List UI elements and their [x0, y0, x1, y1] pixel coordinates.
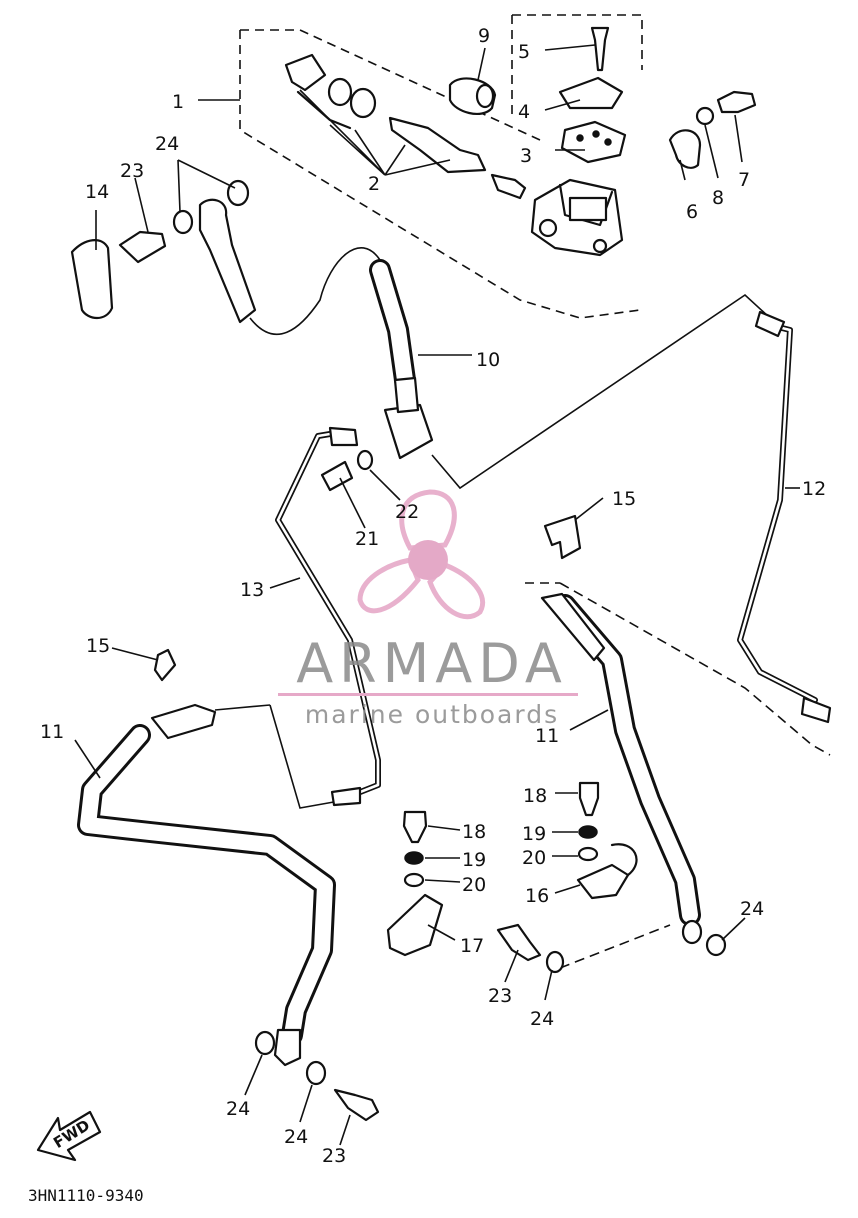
washer-upper-b — [226, 179, 250, 207]
callout-6: 6 — [686, 201, 698, 223]
callout-15-right: 15 — [612, 488, 636, 510]
three-way-joint — [383, 376, 434, 460]
callout-17: 17 — [460, 935, 484, 957]
washer-8 — [695, 106, 715, 126]
adjust-bolt — [490, 173, 527, 200]
callout-3: 3 — [520, 145, 532, 167]
callout-20-right: 20 — [522, 847, 546, 869]
drawing-code: 3HN1110-9340 — [28, 1186, 144, 1205]
callout-23-top: 23 — [120, 160, 144, 182]
callout-15-left: 15 — [86, 635, 110, 657]
reservoir-cap — [560, 120, 627, 164]
callout-16: 16 — [525, 885, 549, 907]
callout-4: 4 — [518, 101, 530, 123]
propeller-logo — [357, 489, 485, 620]
callout-22: 22 — [395, 501, 419, 523]
switch-boot — [70, 239, 114, 320]
callout-7: 7 — [738, 169, 750, 191]
bolt-18-left — [402, 810, 428, 844]
washer-upper-a — [172, 209, 194, 235]
master-cylinder — [530, 178, 624, 257]
watermark-tagline: marine outboards — [304, 700, 560, 729]
callout-14: 14 — [85, 181, 109, 203]
callout-24-top: 24 — [155, 133, 179, 155]
callout-9: 9 — [478, 25, 490, 47]
lever-bushing — [448, 77, 497, 116]
washer-24-right-b — [705, 933, 727, 957]
callout-21: 21 — [355, 528, 379, 550]
callout-19-right: 19 — [522, 823, 546, 845]
callout-23-bottom: 23 — [322, 1145, 346, 1167]
callout-2: 2 — [368, 173, 380, 195]
pipe-12-route — [431, 293, 771, 490]
subassembly-box-top — [512, 14, 643, 70]
union-bolt-21 — [320, 460, 354, 492]
callout-23-right: 23 — [488, 985, 512, 1007]
piston-kit — [284, 53, 487, 174]
washer-19-left — [404, 851, 424, 865]
washer-24-bottom-a — [254, 1030, 276, 1056]
callout-13: 13 — [240, 579, 264, 601]
callout-5: 5 — [518, 41, 530, 63]
banjo-bolt-23-right — [496, 923, 542, 962]
washer-guide-right — [559, 924, 671, 969]
assembly-outline-lower — [239, 30, 641, 319]
callout-19-left: 19 — [462, 849, 486, 871]
lever-clamp — [668, 129, 702, 169]
hose-guide-left — [214, 704, 271, 711]
hose-guide-right — [559, 582, 831, 756]
brake-hose-11-left — [77, 724, 336, 1046]
watermark-rule — [278, 693, 578, 696]
cap-screw — [590, 26, 610, 72]
washer-22 — [356, 449, 374, 471]
hose-clip-15-left — [153, 648, 177, 682]
callout-11-left: 11 — [40, 721, 64, 743]
banjo-bolt-upper — [118, 230, 167, 264]
callout-24-bottom-mid: 24 — [284, 1126, 308, 1148]
hose-clip-15-right — [543, 514, 582, 560]
callout-18-right: 18 — [523, 785, 547, 807]
callout-24-bottom-left: 24 — [226, 1098, 250, 1120]
washer-20-right — [577, 846, 599, 862]
hose-upper-fitting — [198, 198, 257, 324]
washer-19-right — [578, 825, 598, 839]
callout-8: 8 — [712, 187, 724, 209]
fwd-arrow-icon — [36, 1110, 102, 1162]
watermark-brand: ARMADA — [296, 632, 568, 695]
callout-12: 12 — [802, 478, 826, 500]
hose-holder-17 — [386, 893, 444, 957]
washer-20-left — [403, 872, 425, 888]
washer-24-bottom-b — [305, 1060, 327, 1086]
bolt-18-right — [578, 781, 600, 817]
callout-1: 1 — [172, 91, 184, 113]
callout-leaders — [74, 44, 800, 1146]
callout-11-right: 11 — [535, 725, 559, 747]
bolt-7 — [716, 90, 757, 114]
hose-holder-16 — [576, 843, 638, 900]
callout-20-left: 20 — [462, 874, 486, 896]
callout-24-far-right: 24 — [740, 898, 764, 920]
callout-18-left: 18 — [462, 821, 486, 843]
callout-10: 10 — [476, 349, 500, 371]
banjo-bolt-23-bottom — [333, 1088, 380, 1122]
assembly-outline-upper — [240, 29, 541, 141]
hose-junction-line — [249, 247, 381, 336]
pipe-guide-left — [269, 704, 346, 809]
washer-24-right-a — [545, 950, 565, 974]
callout-24-right: 24 — [530, 1008, 554, 1030]
